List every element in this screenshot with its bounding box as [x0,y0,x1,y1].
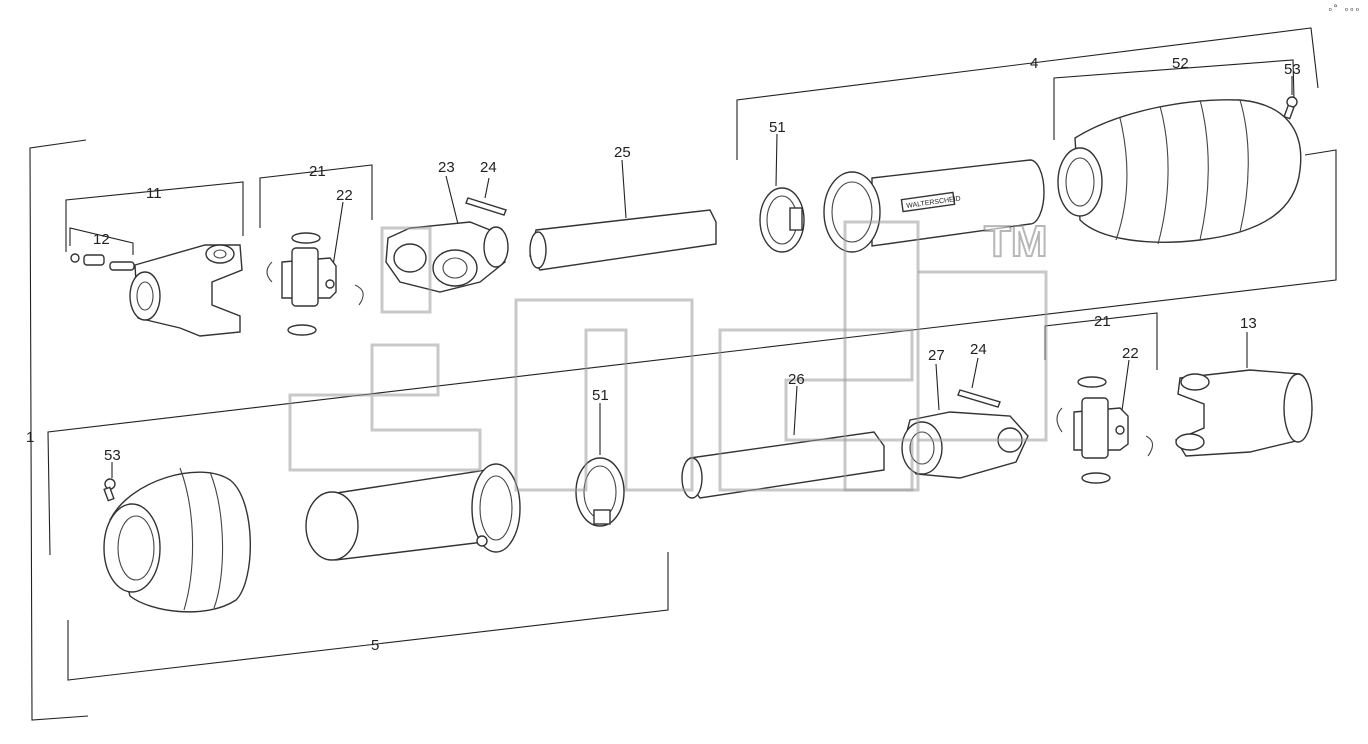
label-51-upper: 51 [769,119,786,136]
label-23: 23 [438,159,455,176]
part-24-pin-upper [465,197,507,216]
corner-marks: ₒ° ₒₒₒ [1327,4,1360,14]
bracket-12 [69,227,134,255]
label-52: 52 [1172,55,1189,72]
label-12: 12 [93,231,110,248]
part-outer-tube-lower [305,463,521,561]
label-26: 26 [788,371,805,388]
label-25: 25 [614,144,631,161]
part-51-bearing-ring-upper [759,187,805,253]
label-27: 27 [928,347,945,364]
part-53-screw-upper [1283,96,1298,120]
callout-labels: 1 4 5 11 12 13 21 21 22 22 23 24 24 25 2… [26,55,1301,654]
label-21-left: 21 [309,163,326,180]
bracket-4 [736,27,1319,160]
watermark-trademark: TM [984,217,1048,266]
label-24-upper: 24 [480,159,497,176]
part-21-cross-kit-left [266,232,364,336]
label-53-upper: 53 [1284,61,1301,78]
bracket-5 [67,552,669,681]
label-1: 1 [26,429,34,446]
label-51-lower: 51 [592,387,609,404]
part-5-bellows-cone-lower [103,467,251,613]
bracket-21a [259,164,373,228]
bracket-11 [65,181,244,252]
part-21-cross-kit-right [1056,376,1154,484]
part-27-inner-yoke [901,411,1029,479]
label-11: 11 [146,185,162,202]
label-21-right: 21 [1094,313,1111,330]
part-13-yoke [1174,369,1313,457]
label-24-lower: 24 [970,341,987,358]
part-52-bellows-cone [1057,99,1302,245]
label-13: 13 [1240,315,1257,332]
part-4-guard-tube: WALTERSCHEID [823,159,1045,253]
part-12-bolt-set [70,253,135,271]
part-51-bearing-ring-lower [575,457,625,527]
bracket-1 [29,139,89,721]
label-4: 4 [1030,55,1038,72]
bracket-52 [1053,59,1295,140]
part-25-inner-tube [529,209,717,271]
watermark-logo [288,220,1048,492]
label-5: 5 [371,637,379,654]
part-26-outer-tube [681,431,885,499]
bracket-upper-row [47,149,1337,556]
part-24-pin-lower [957,389,1001,408]
part-53-screw-lower [103,478,116,502]
label-22-right: 22 [1122,345,1139,362]
label-53-lower: 53 [104,447,121,464]
part-11-yoke [129,244,243,337]
part-23-inner-yoke [385,221,509,293]
label-22-left: 22 [336,187,353,204]
